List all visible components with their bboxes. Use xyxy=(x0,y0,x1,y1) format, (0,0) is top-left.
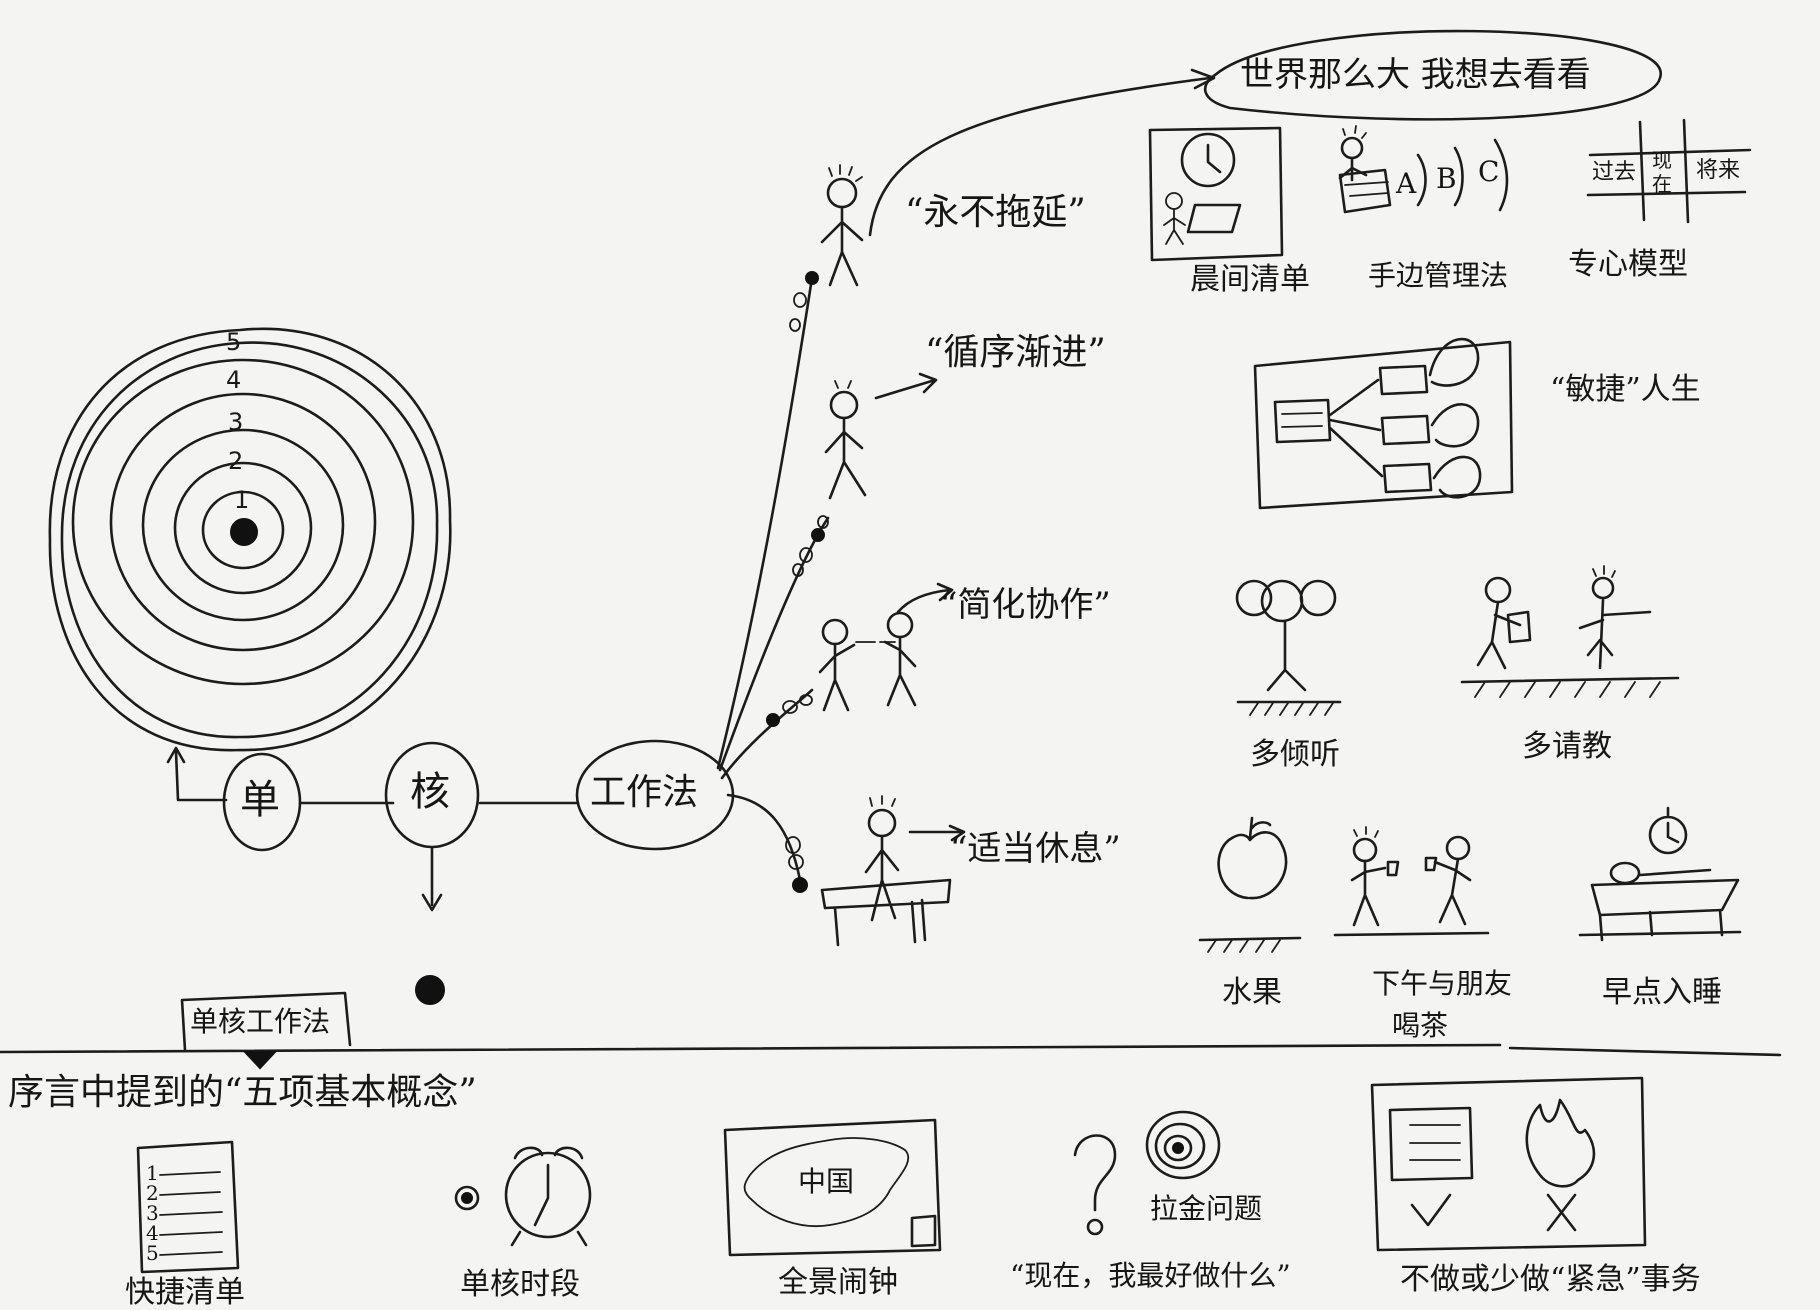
ring-number-1: 1 xyxy=(234,486,250,514)
abc-letter-c: C xyxy=(1478,155,1500,188)
label-sleep-early: 早点入睡 xyxy=(1602,975,1722,1010)
arrow-to-bubble xyxy=(868,76,1212,237)
ask-more-sketch xyxy=(1460,565,1680,698)
branch-lines xyxy=(716,271,830,893)
branch-gradual: “循序渐进” xyxy=(925,332,1106,373)
label-listen-more: 多倾听 xyxy=(1250,737,1340,772)
focus-cell-past: 过去 xyxy=(1592,160,1637,185)
hand-management-sketch xyxy=(1338,125,1509,214)
ring-number-3: 3 xyxy=(228,408,244,436)
tea-friends-sketch xyxy=(1333,826,1490,937)
concept-panorama-clock: 全景闹钟 xyxy=(778,1265,898,1300)
concept-quick-list: 快捷清单 xyxy=(125,1275,245,1310)
listen-more-sketch xyxy=(1235,579,1342,716)
list-number-4: 4 xyxy=(146,1221,159,1245)
map-label-china: 中国 xyxy=(798,1165,855,1198)
panorama-map-sketch xyxy=(723,1118,942,1257)
branch-procrastination: “永不拖延” xyxy=(905,192,1086,233)
focus-cell-now-2: 在 xyxy=(1652,172,1672,196)
branch-cooperation: “简化协作” xyxy=(940,585,1111,625)
concept-golden-question: 拉金问题 xyxy=(1150,1192,1263,1225)
label-focus-model: 专心模型 xyxy=(1568,247,1688,282)
list-number-5: 5 xyxy=(146,1241,159,1265)
concentric-target xyxy=(48,327,452,752)
core-chain xyxy=(166,739,735,1005)
node-he: 核 xyxy=(410,769,450,815)
tab-outline xyxy=(180,991,352,1052)
concept-golden-question-quote: “现在，我最好做什么” xyxy=(1010,1259,1291,1292)
preface-title: 序言中提到的“五项基本概念” xyxy=(8,1072,477,1113)
concept-single-core-period: 单核时段 xyxy=(460,1267,580,1302)
fruit-sketch xyxy=(1198,816,1302,953)
alarm-clock-sketch xyxy=(454,1146,592,1247)
stick-figure-procrastination xyxy=(820,164,864,287)
label-morning-list: 晨间清单 xyxy=(1190,262,1310,297)
stick-figure-gradual xyxy=(824,372,938,500)
concept-no-urgent: 不做或少做“紧急”事务 xyxy=(1400,1262,1701,1297)
golden-question-sketch xyxy=(1073,1110,1221,1236)
stick-figure-rest xyxy=(820,795,966,947)
abc-letter-a: A xyxy=(1396,167,1417,200)
focus-cell-now-1: 现 xyxy=(1652,148,1672,172)
target-center-dot xyxy=(230,518,258,546)
tab-single-core-method: 单核工作法 xyxy=(190,1005,331,1038)
world-bubble-outline xyxy=(1203,29,1662,121)
node-gongzuofa: 工作法 xyxy=(590,772,699,813)
world-bubble-text: 世界那么大 我想去看看 xyxy=(1240,55,1591,95)
ring-number-5: 5 xyxy=(226,328,242,356)
focus-cell-future: 将来 xyxy=(1696,158,1741,183)
list-number-2: 2 xyxy=(146,1181,159,1205)
label-fruit: 水果 xyxy=(1222,975,1282,1010)
quick-list-sketch xyxy=(136,1140,240,1274)
label-tea-line1: 下午与朋友 xyxy=(1372,967,1513,1000)
label-ask-more: 多请教 xyxy=(1522,729,1612,764)
ring-number-2: 2 xyxy=(228,447,244,475)
stick-figures-cooperation xyxy=(818,582,954,712)
focus-model-sketch xyxy=(1586,118,1752,224)
abc-letter-b: B xyxy=(1436,162,1457,195)
sleep-early-sketch xyxy=(1578,806,1742,942)
list-number-3: 3 xyxy=(146,1201,159,1225)
list-number-1: 1 xyxy=(146,1161,159,1185)
label-agile-life: “敏捷”人生 xyxy=(1550,372,1701,407)
single-core-dot xyxy=(415,975,445,1005)
no-urgent-sketch xyxy=(1370,1076,1647,1252)
morning-list-sketch xyxy=(1148,126,1284,262)
ring-number-4: 4 xyxy=(226,366,242,394)
agile-life-sketch xyxy=(1253,337,1514,510)
label-tea-line2: 喝茶 xyxy=(1392,1009,1449,1042)
node-dan: 单 xyxy=(240,777,280,823)
divider-line xyxy=(0,1043,1502,1054)
label-hand-management: 手边管理法 xyxy=(1368,259,1509,292)
branch-rest: “适当休息” xyxy=(950,829,1121,869)
